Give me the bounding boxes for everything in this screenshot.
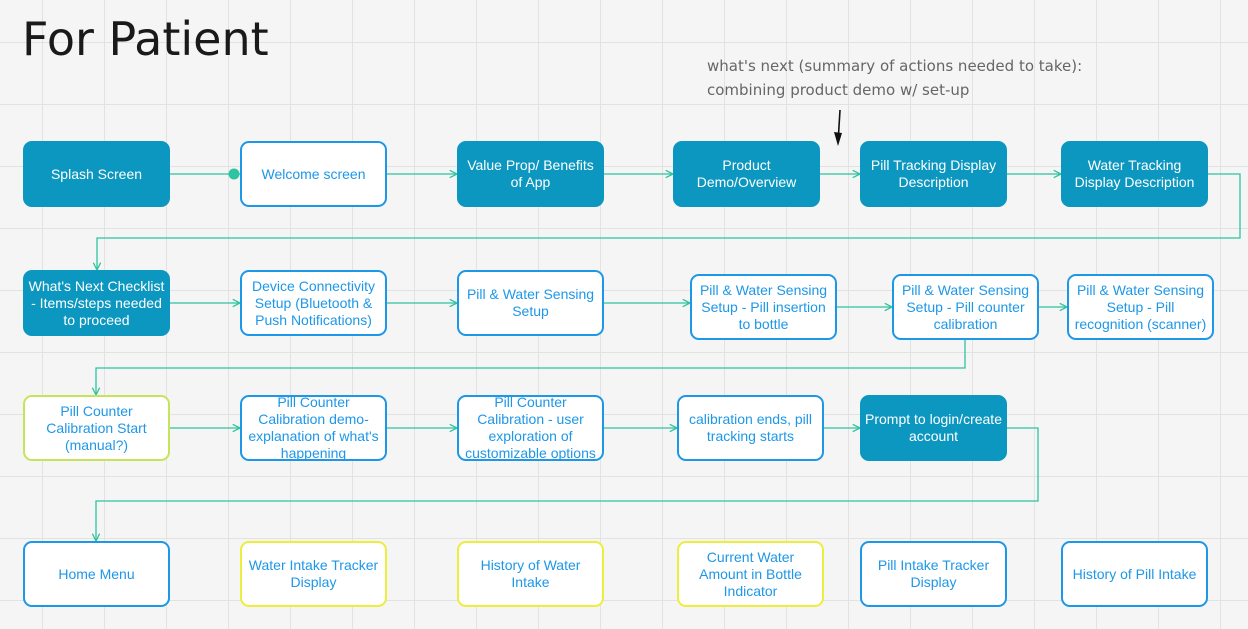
annotation-note: what's next (summary of actions needed t… bbox=[707, 54, 1082, 102]
node-label: Pill Intake Tracker Display bbox=[877, 557, 990, 590]
node-sensing-setup-pill-recognition[interactable]: Pill & Water Sensing Setup - Pill recogn… bbox=[1067, 274, 1214, 340]
node-water-tracking-display-description[interactable]: Water Tracking Display Description bbox=[1061, 141, 1208, 207]
node-label: What's Next Checklist - Items/steps need… bbox=[28, 277, 165, 328]
node-sensing-setup-pill-counter-calibration[interactable]: Pill & Water Sensing Setup - Pill counte… bbox=[892, 274, 1039, 340]
connector-sensing-setup-pill-counter-calibration-to-pill-counter-calibration-start bbox=[96, 340, 966, 395]
node-pill-counter-calibration-demo[interactable]: Pill Counter Calibration demo- explanati… bbox=[240, 395, 387, 461]
connector-endpoint-dot bbox=[228, 168, 240, 180]
node-label: Welcome screen bbox=[261, 165, 366, 182]
node-sensing-setup-pill-insertion[interactable]: Pill & Water Sensing Setup - Pill insert… bbox=[690, 274, 837, 340]
annotation-pointer-arrowhead bbox=[834, 132, 842, 146]
annotation-pointer-line bbox=[837, 109, 841, 144]
node-welcome-screen[interactable]: Welcome screen bbox=[240, 141, 387, 207]
node-label: History of Pill Intake bbox=[1072, 565, 1197, 582]
annotation-note-line-2: combining product demo w/ set-up bbox=[707, 81, 970, 99]
node-label: History of Water Intake bbox=[480, 557, 581, 590]
node-label: Value Prop/ Benefits of App bbox=[467, 157, 594, 190]
node-device-connectivity-setup[interactable]: Device Connectivity Setup (Bluetooth & P… bbox=[240, 270, 387, 336]
node-label: Pill Counter Calibration - user explorat… bbox=[465, 395, 596, 461]
node-water-intake-tracker-display[interactable]: Water Intake Tracker Display bbox=[240, 541, 387, 607]
node-pill-tracking-display-description[interactable]: Pill Tracking Display Description bbox=[860, 141, 1007, 207]
node-prompt-login[interactable]: Prompt to login/create account bbox=[860, 395, 1007, 461]
node-product-demo[interactable]: Product Demo/Overview bbox=[673, 141, 820, 207]
node-splash-screen[interactable]: Splash Screen bbox=[23, 141, 170, 207]
node-label: Pill & Water Sensing Setup bbox=[466, 286, 595, 319]
node-label: Device Connectivity Setup (Bluetooth & P… bbox=[252, 277, 375, 328]
node-label: Water Intake Tracker Display bbox=[248, 557, 379, 590]
node-label: calibration ends, pill tracking starts bbox=[689, 411, 812, 444]
node-history-of-water-intake[interactable]: History of Water Intake bbox=[457, 541, 604, 607]
node-label: Pill Tracking Display Description bbox=[870, 157, 997, 190]
node-calibration-ends[interactable]: calibration ends, pill tracking starts bbox=[677, 395, 824, 461]
page-title: For Patient bbox=[22, 12, 269, 66]
node-pill-counter-calibration-user-exploration[interactable]: Pill Counter Calibration - user explorat… bbox=[457, 395, 604, 461]
node-label: Water Tracking Display Description bbox=[1074, 157, 1195, 190]
node-label: Prompt to login/create account bbox=[865, 411, 1002, 444]
node-current-water-amount-indicator[interactable]: Current Water Amount in Bottle Indicator bbox=[677, 541, 824, 607]
node-value-prop[interactable]: Value Prop/ Benefits of App bbox=[457, 141, 604, 207]
node-label: Pill & Water Sensing Setup - Pill recogn… bbox=[1074, 281, 1207, 332]
node-label: Current Water Amount in Bottle Indicator bbox=[699, 548, 802, 599]
node-label: Home Menu bbox=[58, 565, 135, 582]
node-pill-counter-calibration-start[interactable]: Pill Counter Calibration Start (manual?) bbox=[23, 395, 170, 461]
node-label: Product Demo/Overview bbox=[696, 157, 797, 190]
node-pill-water-sensing-setup[interactable]: Pill & Water Sensing Setup bbox=[457, 270, 604, 336]
node-home-menu[interactable]: Home Menu bbox=[23, 541, 170, 607]
node-label: Pill & Water Sensing Setup - Pill insert… bbox=[699, 281, 828, 332]
node-label: Pill Counter Calibration demo- explanati… bbox=[248, 395, 379, 461]
node-label: Pill & Water Sensing Setup - Pill counte… bbox=[901, 281, 1030, 332]
node-whats-next-checklist[interactable]: What's Next Checklist - Items/steps need… bbox=[23, 270, 170, 336]
node-pill-intake-tracker-display[interactable]: Pill Intake Tracker Display bbox=[860, 541, 1007, 607]
node-history-of-pill-intake[interactable]: History of Pill Intake bbox=[1061, 541, 1208, 607]
node-label: Pill Counter Calibration Start (manual?) bbox=[46, 402, 147, 453]
node-label: Splash Screen bbox=[50, 165, 143, 182]
annotation-note-line-1: what's next (summary of actions needed t… bbox=[707, 57, 1083, 75]
